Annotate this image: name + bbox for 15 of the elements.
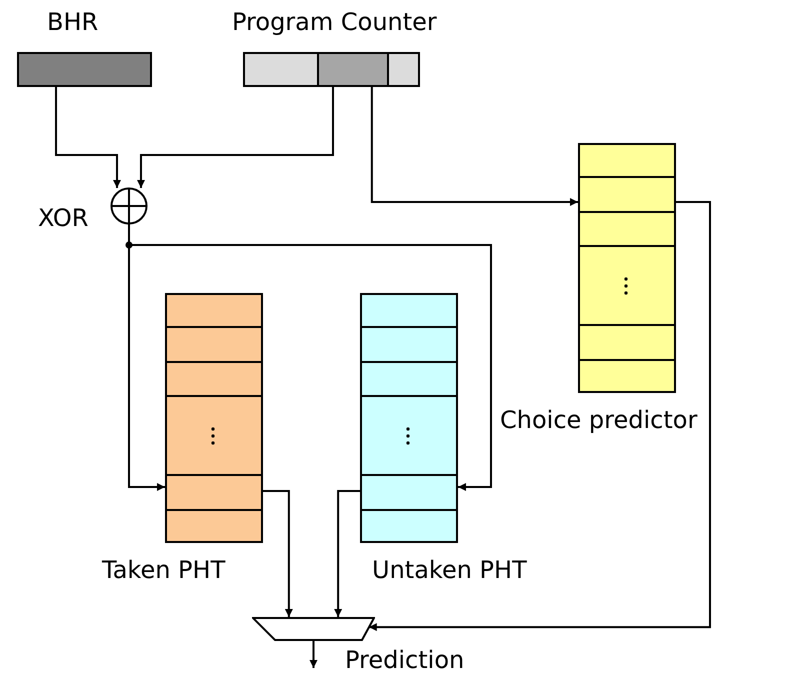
arrow (137, 87, 334, 188)
table-label: Untaken PHT (372, 558, 527, 582)
xor-label: XOR (38, 206, 88, 230)
table-label: Taken PHT (102, 558, 226, 582)
arrow (263, 490, 293, 617)
output-label: Prediction (345, 648, 464, 672)
register-field (317, 54, 389, 85)
arrow (368, 201, 711, 632)
arrow (310, 641, 318, 668)
table-label: Choice predictor (500, 408, 698, 432)
arrow (55, 87, 121, 188)
register-label: BHR (47, 10, 98, 34)
arrow (334, 490, 360, 617)
register-label: Program Counter (232, 10, 437, 34)
arrow (370, 87, 578, 206)
